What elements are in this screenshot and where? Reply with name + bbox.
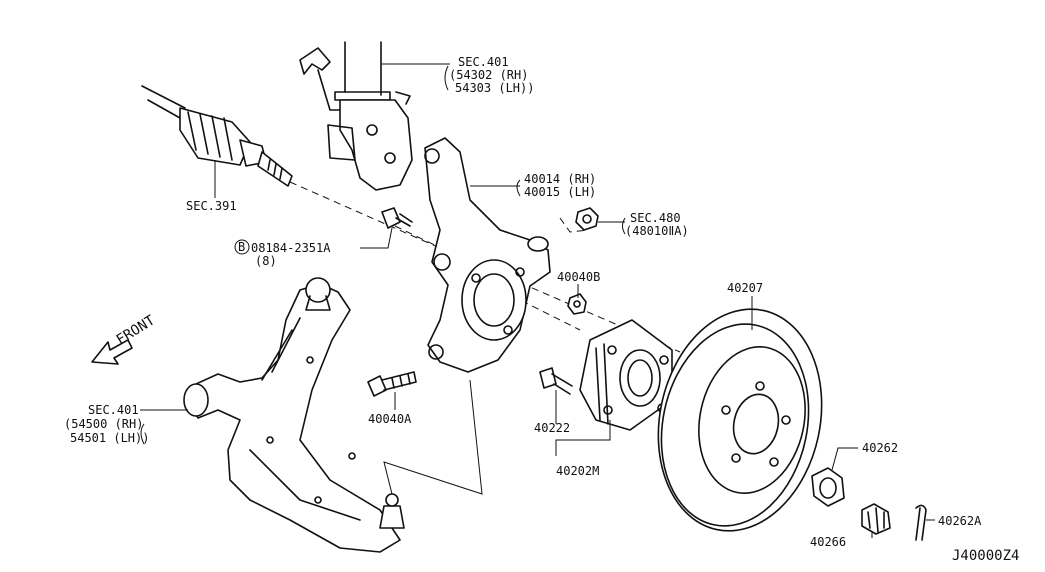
hub-nut-40262 xyxy=(811,467,845,507)
nut-40040b xyxy=(567,293,587,315)
label-40040a: 40040A xyxy=(368,412,412,426)
label-40015: 40015 (LH) xyxy=(524,185,596,199)
hub-bolt-40222 xyxy=(539,367,573,395)
leader-lines xyxy=(140,63,935,538)
cotter-pin-40262a xyxy=(915,504,927,541)
front-arrow-icon xyxy=(91,339,133,365)
label-bolt-part: 08184-2351A xyxy=(251,241,331,255)
bolt-circle-marker: B xyxy=(234,239,250,255)
strut-assembly xyxy=(299,41,413,191)
drawing-id: J40000Z4 xyxy=(952,548,1019,564)
label-40014: 40014 (RH) xyxy=(524,172,596,186)
label-40202m: 40202M xyxy=(556,464,599,478)
label-sec401-left: SEC.401 xyxy=(88,403,139,417)
label-40207: 40207 xyxy=(727,281,763,295)
label-sec391: SEC.391 xyxy=(186,199,237,213)
brake-rotor xyxy=(657,308,823,532)
label-40040b: 40040B xyxy=(557,270,600,284)
lower-control-arm xyxy=(183,277,405,553)
label-40262: 40262 xyxy=(862,441,898,455)
nut-cap-40266 xyxy=(861,503,891,535)
part-labels: SEC.401 (54302 (RH) 54303 (LH)) SEC.391 … xyxy=(64,55,1019,564)
knuckle-bolt xyxy=(381,207,413,229)
label-54500: (54500 (RH) xyxy=(64,417,143,431)
tie-rod-nut xyxy=(575,207,599,231)
bolt-40040a xyxy=(367,371,417,397)
label-bolt-qty: (8) xyxy=(255,254,277,268)
bolt-circle-letter: B xyxy=(238,240,245,254)
label-54501: 54501 (LH)) xyxy=(70,431,149,445)
label-54303: 54303 (LH)) xyxy=(455,81,534,95)
label-48010: (48010ⅡA) xyxy=(625,224,689,238)
hub-bearing xyxy=(579,319,673,431)
label-54302: (54302 (RH) xyxy=(449,68,528,82)
label-40262a: 40262A xyxy=(938,514,982,528)
label-40266: 40266 xyxy=(810,535,846,549)
drive-shaft xyxy=(141,85,293,187)
steering-knuckle xyxy=(424,137,551,373)
front-label: FRONT xyxy=(114,312,159,348)
label-40222: 40222 xyxy=(534,421,570,435)
label-sec401-top: SEC.401 xyxy=(458,55,509,69)
front-direction-arrow: FRONT xyxy=(91,312,159,365)
label-sec480: SEC.480 xyxy=(630,211,681,225)
